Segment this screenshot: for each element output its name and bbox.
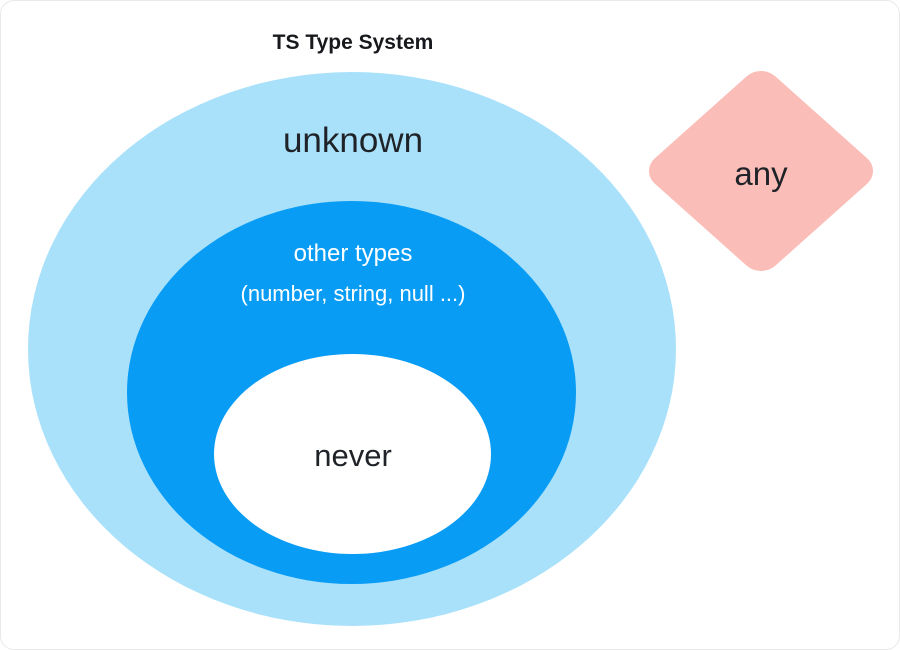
never-label: never (314, 438, 392, 473)
any-label: any (734, 155, 788, 192)
other-types-label-line: other types (293, 240, 413, 267)
other-types-label: other types (number, string, null ...) (241, 234, 466, 314)
other-types-sublabel: (number, string, null ...) (240, 281, 466, 306)
unknown-label: unknown (282, 121, 424, 160)
never-set-ellipse (214, 354, 491, 554)
diagram-title: TS Type System (272, 31, 434, 54)
